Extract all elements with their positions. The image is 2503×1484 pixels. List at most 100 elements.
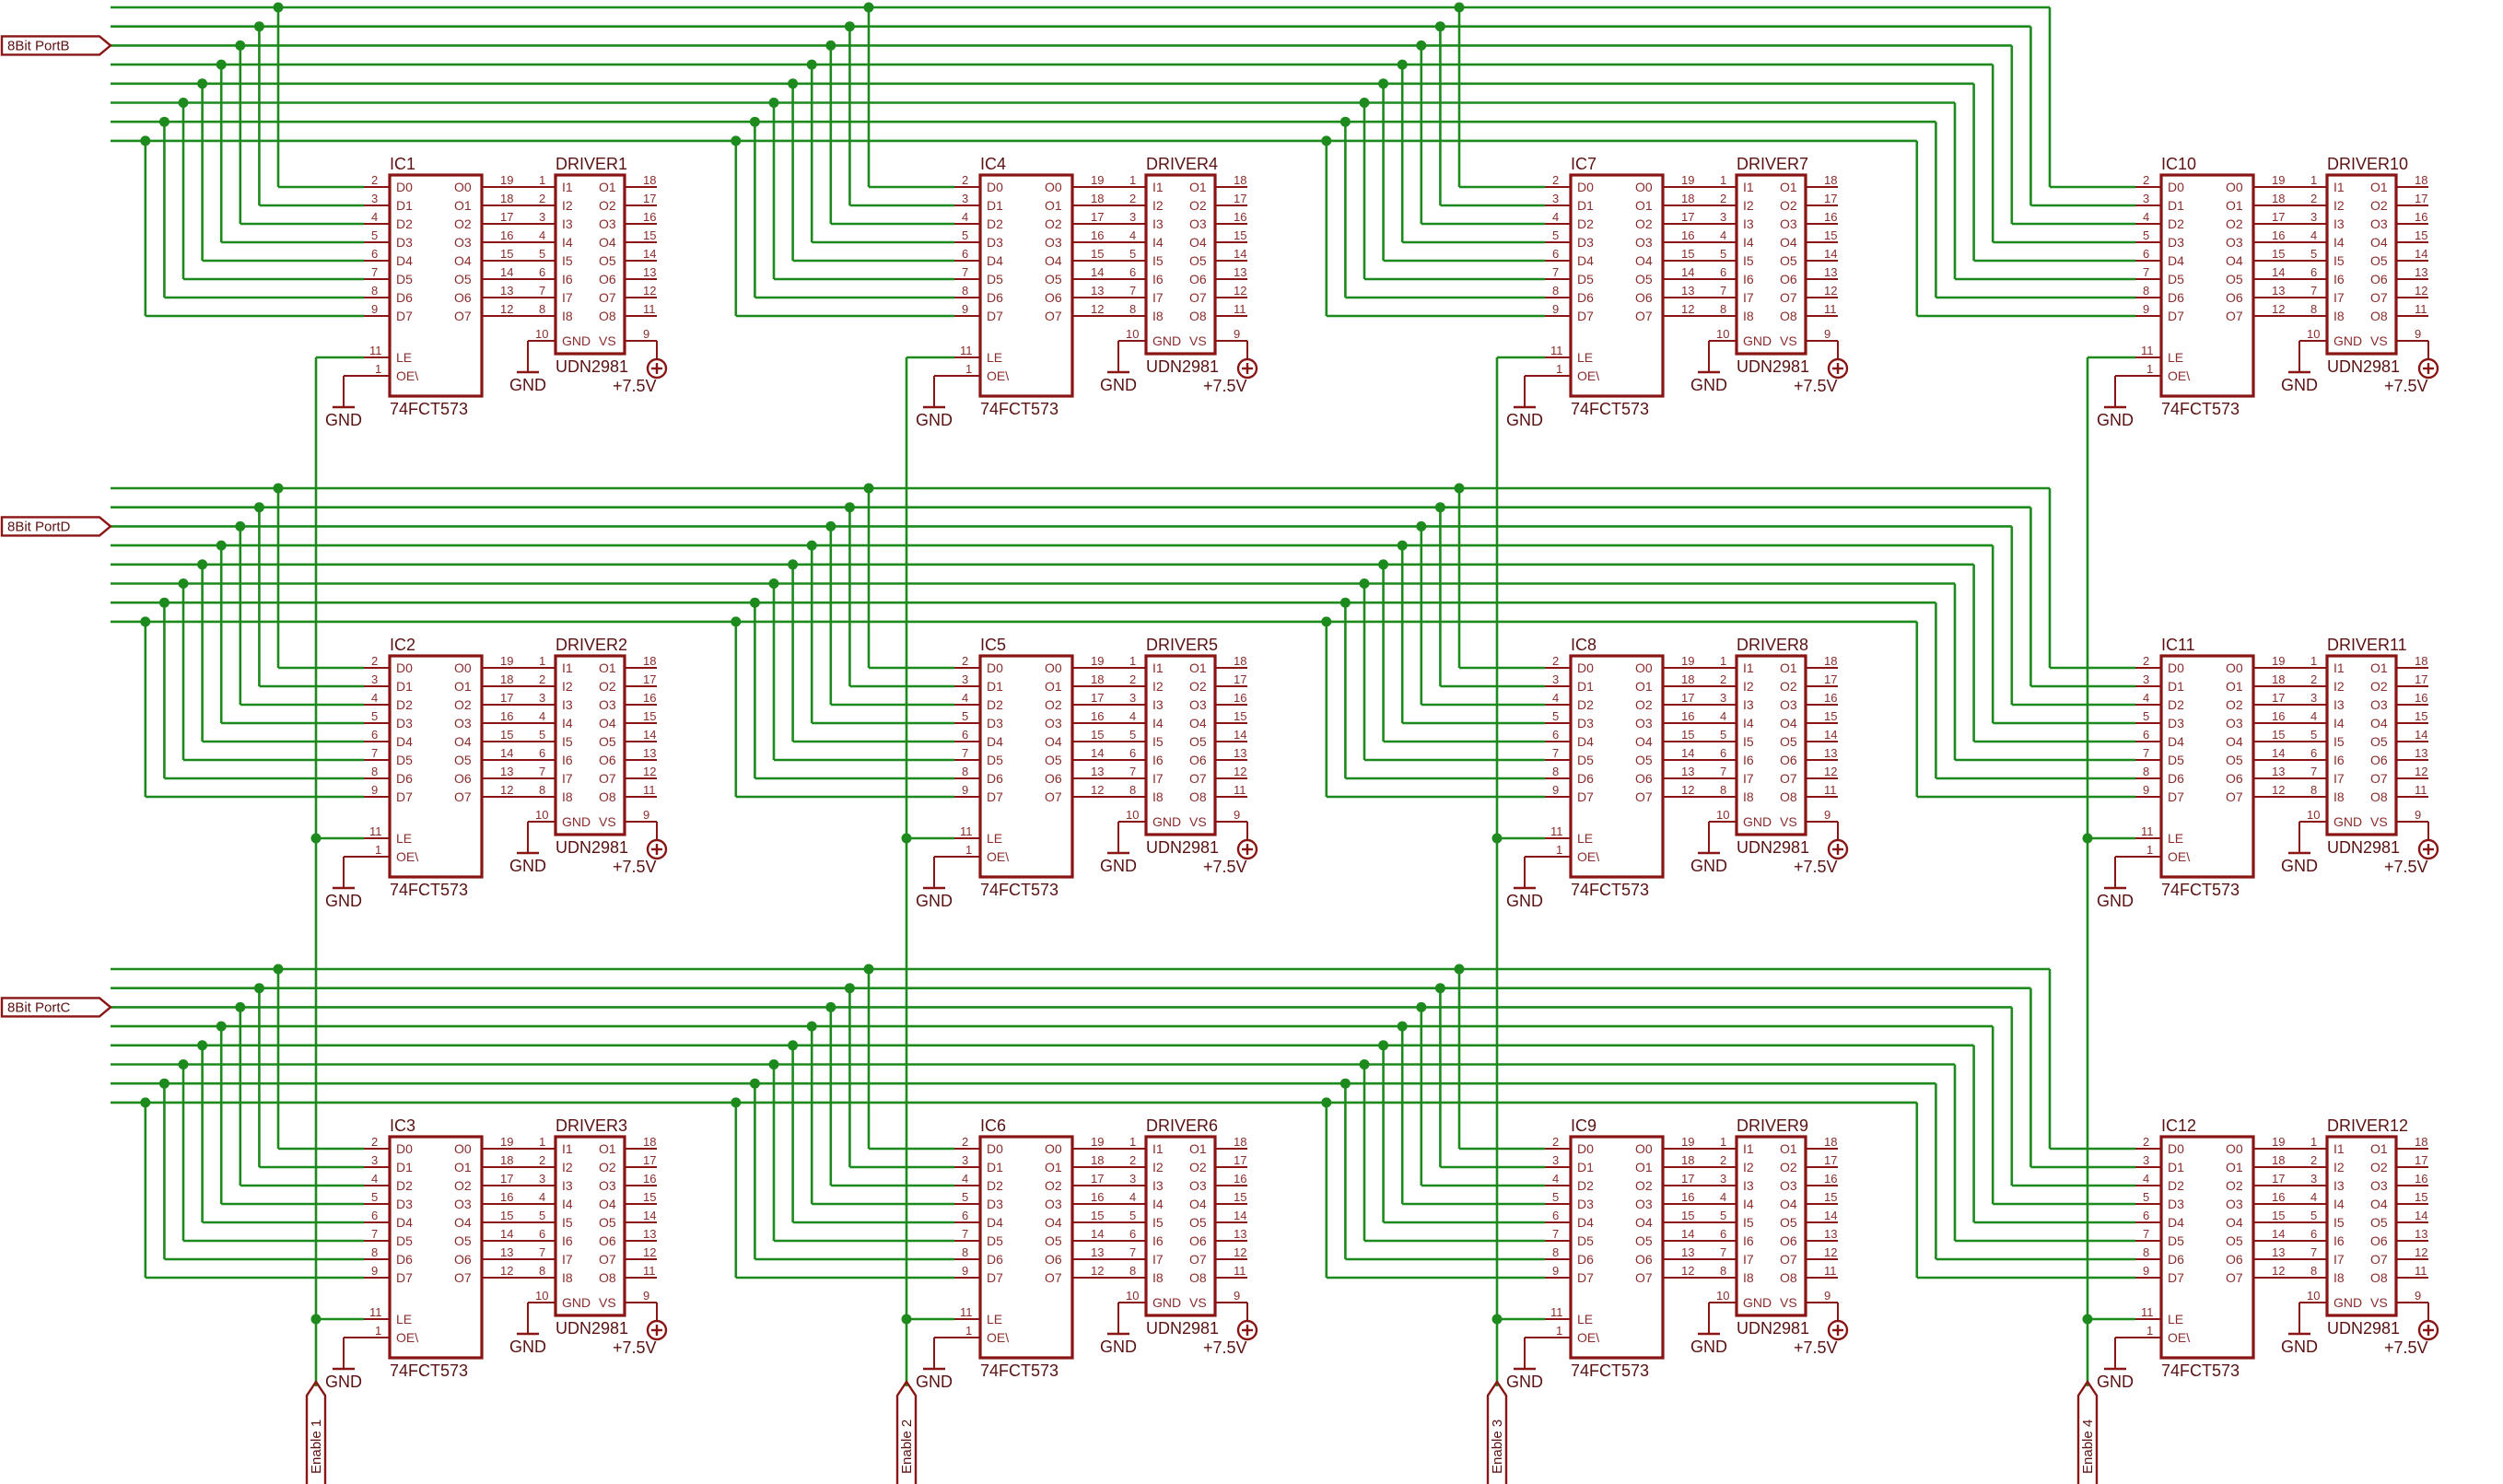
driver-part: UDN2981 [1146,838,1219,857]
supply-label: +7.5V [1794,858,1838,876]
junction-dot [731,616,742,627]
driver-out-label: O5 [599,1215,616,1230]
driver-in-num: 4 [1129,228,1136,242]
latch-out-num: 12 [1091,1264,1104,1278]
latch-in-label: D2 [396,216,413,231]
latch-out-num: 15 [1091,728,1104,742]
latch-in-num: 7 [371,746,378,760]
driver-in-label: I7 [1743,1252,1754,1267]
latch-part: 74FCT573 [980,1361,1059,1380]
gnd-label: GND [1100,376,1137,394]
latch-in-num: 2 [962,1135,968,1149]
driver-out-label: O6 [599,272,616,286]
driver-out-num: 18 [2415,1135,2427,1149]
latch-out-label: O6 [2226,1252,2243,1267]
driver-out-label: O1 [599,1141,616,1156]
latch-in-num: 6 [2143,1209,2149,1222]
driver-out-num: 17 [1234,1153,1246,1167]
supply-label: +7.5V [613,377,657,395]
enable-label: Enable 4 [2080,1420,2096,1474]
latch-out-label: O1 [2226,679,2243,694]
latch-out-num: 14 [2272,1227,2285,1241]
junction-dot [197,78,208,89]
driver-in-label: I1 [1152,180,1164,194]
enable-shape [305,1379,327,1484]
latch-out-label: O3 [1635,235,1653,250]
driver-out-label: O6 [1189,753,1207,767]
latch-out-num: 19 [1681,654,1694,668]
driver-in-num: 3 [1129,691,1136,705]
latch-out-label: O5 [1045,272,1062,286]
latch-out-label: O4 [2226,253,2243,268]
driver-in-label: I5 [1743,253,1754,268]
latch-in-label: D1 [987,1160,1003,1174]
latch-out-label: O3 [1635,716,1653,730]
driver-vs-label: VS [599,814,616,829]
driver-out-num: 14 [1824,1209,1837,1222]
latch-in-num: 5 [2143,228,2149,242]
driver-body [1144,173,1217,356]
port-shape [0,516,112,537]
latch-name: IC7 [1571,155,1597,173]
driver-in-num: 1 [1720,654,1726,668]
driver-in-label: I3 [2333,216,2345,231]
latch-name: IC2 [390,636,415,654]
junction-dot [310,833,322,844]
driver-in-num: 5 [1129,728,1136,742]
latch-in-num: 3 [371,1153,378,1167]
latch-in-label: D0 [396,1141,413,1156]
supply-icon [2417,838,2439,860]
latch-out-num: 13 [2272,284,2285,298]
latch-out-label: O0 [1045,660,1062,675]
junction-dot [253,21,264,32]
driver-out-num: 14 [643,728,656,742]
driver-body [2325,1135,2398,1317]
driver-out-num: 13 [643,1227,656,1241]
driver-out-num: 13 [643,265,656,279]
latch-name: IC3 [390,1116,415,1135]
latch-in-num: 6 [1552,247,1559,261]
latch-in-num: 6 [962,1209,968,1222]
latch-out-num: 12 [2272,302,2285,316]
driver-in-label: I7 [2333,771,2345,786]
driver-out-num: 15 [1234,1190,1246,1204]
driver-in-label: I2 [562,1160,573,1174]
driver-in-label: I6 [1152,1233,1164,1248]
driver-out-num: 13 [1234,1227,1246,1241]
driver-vs-num: 9 [1824,1289,1830,1303]
latch-in-num: 3 [962,192,968,205]
driver-out-label: O5 [1780,1215,1797,1230]
latch-out-label: O2 [454,216,472,231]
driver-out-num: 17 [643,1153,656,1167]
latch-out-label: O1 [2226,1160,2243,1174]
driver-out-label: O8 [1780,309,1797,323]
supply-icon [2417,357,2439,380]
latch-out-label: O2 [454,1178,472,1193]
driver-in-num: 3 [2310,210,2317,224]
junction-dot [158,1078,170,1089]
driver-out-num: 16 [1824,210,1837,224]
driver-in-num: 3 [1720,691,1726,705]
latch-out-label: O2 [2226,697,2243,712]
driver-in-label: I4 [562,235,573,250]
gnd-label: GND [325,1373,362,1391]
latch-out-label: O3 [2226,235,2243,250]
latch-out-label: O1 [1045,679,1062,694]
latch-part: 74FCT573 [980,881,1059,899]
driver-in-label: I7 [562,1252,573,1267]
driver-in-label: I1 [562,180,573,194]
driver-in-num: 3 [1720,1172,1726,1186]
supply-icon [1236,838,1258,860]
driver-out-num: 17 [643,192,656,205]
junction-dot [2082,833,2093,844]
driver-in-label: I3 [1152,216,1164,231]
latch-out-num: 15 [2272,728,2285,742]
latch-in-label: D5 [2168,753,2184,767]
driver-in-num: 5 [1720,1209,1726,1222]
driver-out-label: O7 [599,1252,616,1267]
latch-out-num: 16 [1681,709,1694,723]
junction-dot [1454,2,1465,13]
